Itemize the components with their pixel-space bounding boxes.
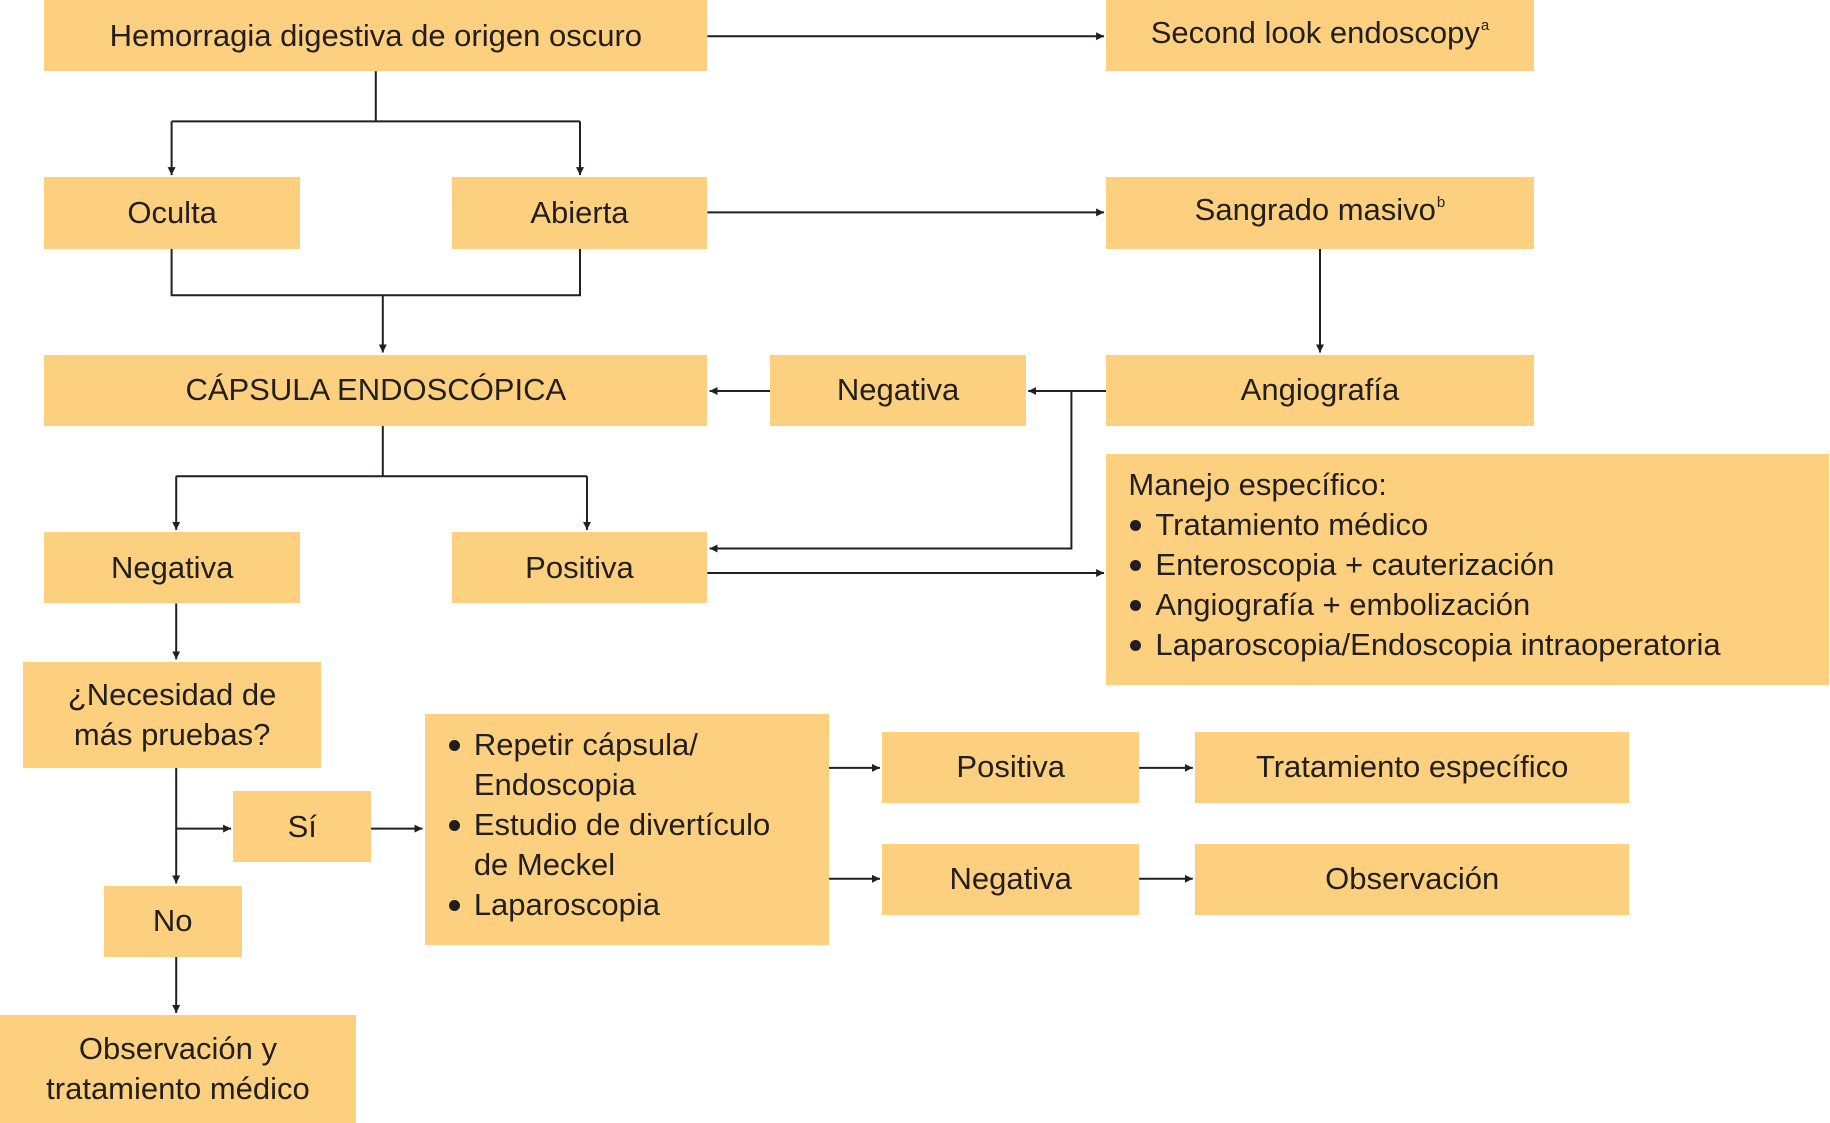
node-hemorragia-origen-oscuro: Hemorragia digestiva de origen oscuro [44, 0, 708, 72]
node-label: Positiva [525, 549, 634, 585]
node-negativa-pruebas: Negativa [882, 843, 1140, 915]
node-label: Sangrado masivo [1194, 191, 1436, 227]
node-angiografia: Angiografía [1106, 354, 1534, 426]
pruebas-list: Repetir cápsula/ Endoscopia Estudio de d… [447, 725, 809, 925]
node-label: Oculta [127, 194, 217, 230]
node-capsula-endoscopica: CÁPSULA ENDOSCÓPICA [44, 354, 708, 426]
node-label: Angiografía [1240, 372, 1400, 408]
node-no: No [103, 885, 242, 957]
node-abierta: Abierta [451, 177, 708, 249]
node-si: Sí [233, 791, 372, 863]
node-label: Sí [287, 808, 317, 844]
node-label: No [152, 903, 193, 939]
node-label: Abierta [530, 194, 629, 230]
node-label: CÁPSULA ENDOSCÓPICA [185, 372, 567, 408]
node-negativa-capsula: Negativa [44, 532, 300, 604]
list-item: Estudio de divertículo de Meckel [447, 805, 809, 885]
node-label: Hemorragia digestiva de origen oscuro [109, 17, 643, 53]
node-observacion: Observación [1195, 843, 1630, 915]
node-label: Negativa [110, 549, 234, 585]
list-item: Repetir cápsula/ Endoscopia [447, 725, 809, 805]
list-item: Enteroscopia + cauterización [1128, 545, 1808, 585]
manejo-list: Tratamiento médico Enteroscopia + cauter… [1128, 505, 1808, 665]
edge-angiografia-to-positiva [709, 391, 1073, 553]
node-label: ¿Necesidad de más pruebas? [67, 676, 277, 752]
node-negativa-angiografia: Negativa [770, 354, 1026, 426]
node-observacion-tratamiento-medico: Observación y tratamiento médico [0, 1015, 356, 1123]
footnote-marker: b [1436, 193, 1446, 211]
node-second-look-endoscopy: Second look endoscopya [1106, 0, 1534, 72]
node-positiva-capsula: Positiva [451, 532, 708, 604]
list-item: Angiografía + embolización [1128, 585, 1808, 625]
node-label: Observación [1325, 861, 1500, 897]
node-pruebas-adicionales: Repetir cápsula/ Endoscopia Estudio de d… [424, 714, 829, 946]
node-necesidad-mas-pruebas: ¿Necesidad de más pruebas? [23, 661, 321, 768]
node-sangrado-masivo: Sangrado masivob [1106, 177, 1534, 249]
edge-oculta-abierta-join [170, 248, 581, 297]
node-label: Tratamiento específico [1255, 749, 1569, 785]
node-title: Manejo específico: [1128, 466, 1387, 502]
node-label: Observación y tratamiento médico [46, 1031, 310, 1107]
node-positiva-pruebas: Positiva [882, 731, 1140, 803]
node-label: Negativa [836, 372, 960, 408]
node-oculta: Oculta [44, 177, 300, 249]
node-label: Positiva [956, 749, 1065, 785]
node-tratamiento-especifico: Tratamiento específico [1195, 731, 1630, 803]
list-item: Laparoscopia [447, 885, 809, 925]
node-label: Negativa [949, 861, 1072, 897]
node-label: Second look endoscopy [1150, 14, 1480, 50]
footnote-marker: a [1480, 16, 1490, 34]
list-item: Tratamiento médico [1128, 505, 1808, 545]
list-item: Laparoscopia/Endoscopia intraoperatoria [1128, 625, 1808, 665]
node-manejo-especifico: Manejo específico: Tratamiento médico En… [1106, 453, 1829, 686]
